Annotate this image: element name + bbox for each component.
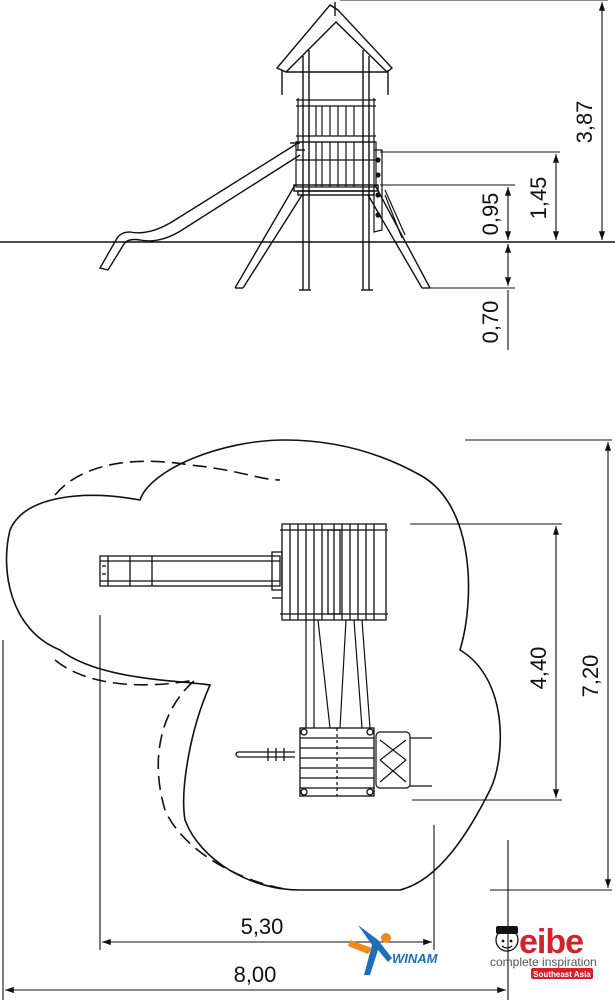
eibe-tagline: complete inspiration [490, 955, 597, 969]
tower-roof [275, 2, 394, 95]
tower-posts [299, 50, 373, 291]
dim-platform-height: 0,95 [478, 193, 503, 236]
eibe-region-badge [531, 968, 593, 979]
eibe-mascot-icon [495, 926, 519, 952]
winam-wordmark: WINAM [392, 951, 439, 966]
slide-top-view [99, 551, 283, 599]
eibe-region: Southeast Asia [533, 970, 591, 979]
winam-logo: WINAM [348, 925, 439, 975]
dim-foundation-depth: 0,70 [478, 301, 503, 344]
tower-legs [234, 184, 431, 289]
plan-view-dimensions [2, 439, 612, 1000]
tower-platform-top-view [280, 523, 388, 621]
climbing-wall [373, 149, 406, 239]
tower-wall [295, 141, 377, 188]
dim-width-total: 8,00 [234, 962, 277, 987]
winam-figure-icon [348, 925, 392, 975]
tower-railing [296, 98, 376, 150]
dim-depth-total: 7,20 [578, 655, 603, 698]
dim-total-height: 3,87 [572, 101, 597, 144]
side-view-dimensions [340, 0, 608, 350]
safety-area-dashed [54, 460, 291, 891]
slide [98, 142, 305, 271]
handle-bar [235, 748, 295, 761]
climbing-net-top-view [375, 731, 432, 789]
eibe-wordmark: eibe [519, 923, 583, 961]
plan-view: 4,40 7,20 5,30 8,00 [2, 439, 612, 1000]
dim-width-inner: 5,30 [241, 914, 284, 939]
side-view: 3,87 1,45 0,95 0,70 [0, 0, 615, 350]
dim-wall-height: 1,45 [526, 177, 551, 220]
dim-depth-inner: 4,40 [526, 647, 551, 690]
lower-platform-top-view [299, 727, 375, 797]
safety-area-solid [5, 439, 502, 891]
eibe-logo: eibe complete inspiration Southeast Asia [490, 923, 597, 979]
bridge-top-view [305, 619, 371, 729]
